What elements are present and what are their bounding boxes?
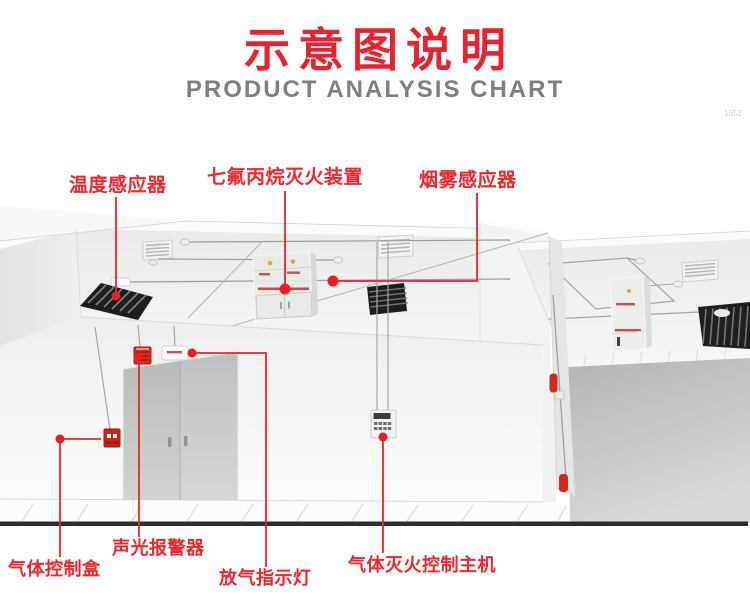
ground-baseline bbox=[0, 521, 748, 526]
callout-line-gas-release-indicator bbox=[194, 352, 267, 567]
callout-label-hfc227-extinguisher: 七氟丙烷灭火装置 bbox=[207, 167, 364, 188]
callout-label-sound-light-alarm: 声光报警器 bbox=[112, 538, 205, 558]
right-wall-top-strip bbox=[516, 231, 750, 250]
corner-riser-column bbox=[548, 235, 575, 496]
page-subtitle: PRODUCT ANALYSIS CHART bbox=[185, 76, 565, 103]
callout-label-smoke-sensor: 烟雾感应器 bbox=[419, 170, 517, 191]
rack-fan bbox=[714, 309, 730, 317]
control-box-device bbox=[103, 428, 121, 448]
riser-valve-handle bbox=[559, 474, 568, 492]
release-indicator-device bbox=[161, 345, 189, 361]
door-handle bbox=[168, 437, 172, 447]
callout-dots bbox=[55, 275, 388, 444]
floor-tile-strip bbox=[0, 498, 569, 523]
door-handle bbox=[184, 436, 188, 446]
callout-line-smoke-sensor bbox=[336, 193, 478, 282]
right-floor-strip bbox=[566, 348, 750, 367]
callout-label-gas-release-indicator: 放气指示灯 bbox=[219, 568, 312, 588]
ceiling-vent-grille-left bbox=[142, 239, 173, 266]
callout-label-gas-control-box: 气体控制盒 bbox=[8, 559, 101, 579]
smoke-detector-head bbox=[626, 257, 683, 288]
riser-bracket bbox=[554, 390, 565, 400]
temperature-sensor-device bbox=[110, 277, 131, 287]
server-rack-mid bbox=[367, 283, 408, 315]
right-wing-front-wall bbox=[568, 358, 750, 523]
watermark-text: 1652 bbox=[724, 109, 742, 118]
control-host-panel bbox=[370, 409, 397, 439]
wall-top-strip bbox=[0, 221, 510, 249]
extinguisher-cabinet-right bbox=[609, 275, 652, 352]
wall-vent-grille bbox=[681, 259, 719, 283]
left-wing-front-wall bbox=[0, 316, 544, 502]
device-wires bbox=[94, 242, 389, 431]
left-inner-wall bbox=[0, 229, 81, 346]
smoke-detector-head bbox=[148, 259, 158, 266]
callout-label-control-host: 气体灭火控制主机 bbox=[348, 555, 496, 575]
right-room-interior bbox=[547, 257, 750, 352]
glass-double-door bbox=[122, 351, 239, 502]
server-rack-right bbox=[698, 302, 750, 349]
smoke-detector-head bbox=[180, 238, 343, 264]
callout-label-temperature-sensor: 温度感应器 bbox=[69, 175, 167, 196]
left-wall-top-face bbox=[0, 206, 187, 241]
riser-valve-handle bbox=[549, 373, 558, 393]
page-title: 示意图说明 bbox=[244, 24, 514, 76]
ceiling-vent-grille-mid bbox=[377, 234, 414, 259]
riser-pipe bbox=[552, 294, 567, 479]
